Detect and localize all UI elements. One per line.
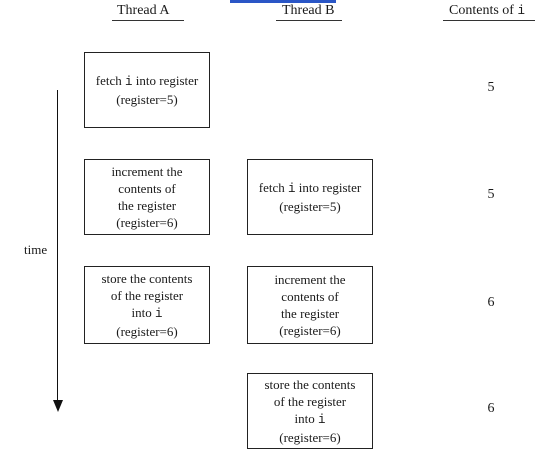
- step-text: (register=6): [116, 215, 178, 230]
- step-text: contents of: [118, 181, 176, 196]
- step-text: fetch: [95, 73, 125, 88]
- step-text: into register: [295, 180, 362, 195]
- variable-i: i: [125, 75, 133, 89]
- step-text-line: contents of: [281, 288, 338, 305]
- thread-a-header-underline: [112, 20, 184, 21]
- contents-header-underline: [443, 20, 535, 21]
- step-text-line: (register=5): [279, 198, 340, 215]
- step-text-line: (register=6): [116, 323, 177, 340]
- step-text-line: store the contents: [265, 376, 356, 393]
- contents-header-var: i: [517, 4, 525, 18]
- contents-value-1: 5: [487, 80, 495, 95]
- variable-i: i: [288, 182, 296, 196]
- time-axis-arrowhead: [53, 400, 63, 412]
- thread-a-step-1: fetch i into register(register=5): [84, 52, 210, 128]
- thread-b-step-2: fetch i into register(register=5): [247, 159, 373, 235]
- thread-b-step-3: increment the contents of the register (reg…: [247, 266, 373, 344]
- step-text-line: (register=6): [116, 214, 177, 231]
- step-text-line: into i: [295, 410, 326, 429]
- step-text: fetch: [258, 180, 288, 195]
- step-text: into register: [132, 73, 199, 88]
- thread-b-header-underline: [276, 20, 342, 21]
- thread-a-step-2: increment the contents of the register (reg…: [84, 159, 210, 235]
- contents-value-3: 6: [487, 295, 495, 310]
- step-text-line: of the register: [111, 287, 183, 304]
- step-text: (register=6): [279, 323, 341, 338]
- time-label: time: [24, 242, 48, 257]
- step-text: store the contents: [264, 377, 356, 392]
- step-text: increment the: [111, 164, 183, 179]
- contents-header-label: Contents of: [449, 3, 518, 18]
- step-text-line: the register: [118, 197, 176, 214]
- top-accent-bar: [230, 0, 336, 3]
- step-text-line: increment the: [111, 163, 182, 180]
- contents-value-2: 5: [487, 187, 495, 202]
- variable-i: i: [317, 413, 326, 427]
- step-text-line: increment the: [274, 271, 345, 288]
- step-text: contents of: [281, 289, 339, 304]
- step-text-line: contents of: [118, 180, 175, 197]
- time-axis-line: [57, 90, 58, 402]
- thread-b-header: Thread B: [282, 3, 335, 18]
- step-text-line: fetch i into register: [259, 179, 361, 198]
- step-text: into: [131, 305, 155, 320]
- step-text: of the register: [273, 394, 347, 409]
- step-text: (register=6): [279, 430, 341, 445]
- step-text: the register: [117, 198, 177, 213]
- step-text-line: the register: [281, 305, 339, 322]
- step-text: of the register: [110, 288, 184, 303]
- step-text-line: fetch i into register: [96, 72, 198, 91]
- step-text-line: into i: [132, 304, 163, 323]
- step-text-line: (register=6): [279, 429, 340, 446]
- step-text: the register: [280, 306, 340, 321]
- step-text: (register=5): [116, 92, 178, 107]
- step-text: (register=6): [116, 324, 178, 339]
- contents-value-4: 6: [487, 401, 495, 416]
- contents-header: Contents of i: [449, 2, 525, 20]
- step-text: increment the: [274, 272, 346, 287]
- variable-i: i: [154, 307, 163, 321]
- step-text-line: (register=6): [279, 322, 340, 339]
- step-text-line: (register=5): [116, 91, 177, 108]
- step-text: store the contents: [101, 271, 193, 286]
- step-text: (register=5): [279, 199, 341, 214]
- step-text-line: of the register: [274, 393, 346, 410]
- thread-a-header: Thread A: [117, 3, 170, 18]
- step-text: into: [294, 411, 318, 426]
- step-text-line: store the contents: [102, 270, 193, 287]
